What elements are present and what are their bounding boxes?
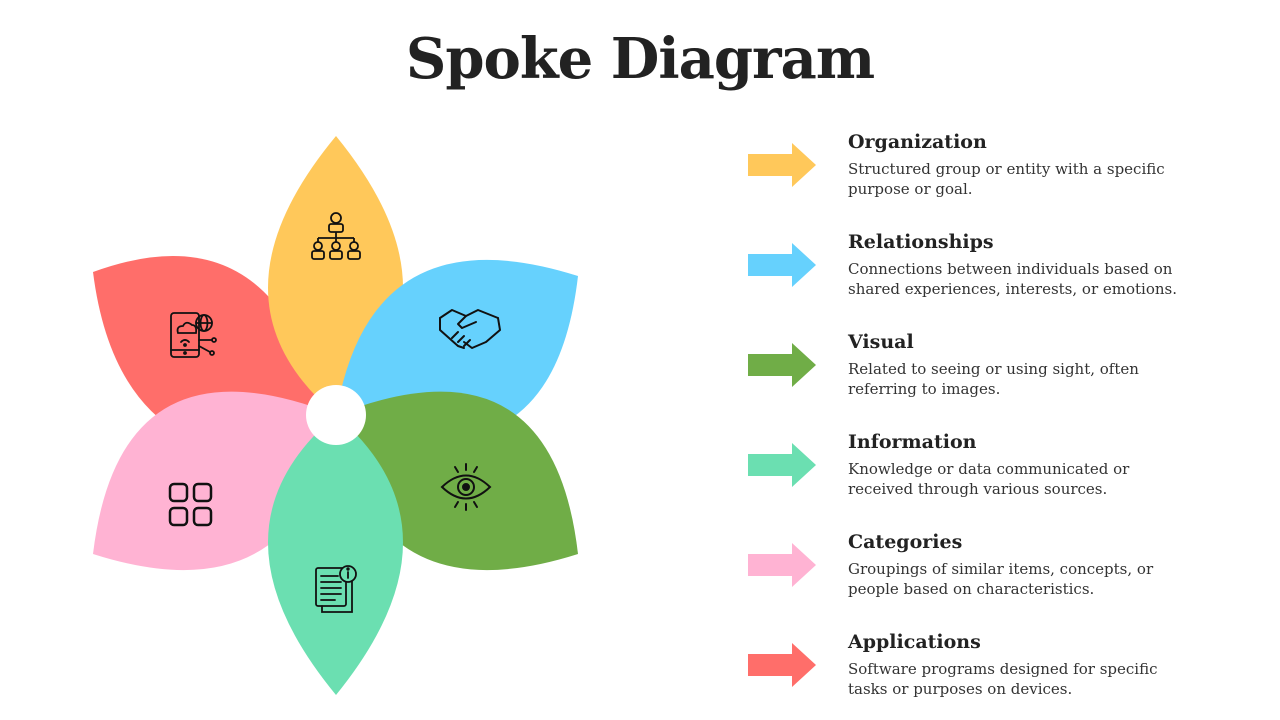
item-heading: Relationships bbox=[848, 231, 994, 253]
arrow-right-icon bbox=[748, 243, 816, 287]
grid-apps-icon bbox=[168, 482, 213, 527]
item-heading: Categories bbox=[848, 531, 963, 553]
item-heading: Applications bbox=[848, 631, 981, 653]
item-description: Knowledge or data communicated or receiv… bbox=[848, 460, 1130, 498]
item-description: Related to seeing or using sight, often … bbox=[848, 360, 1139, 398]
item-description: Structured group or entity with a specif… bbox=[848, 160, 1165, 198]
item-description: Connections between individuals based on… bbox=[848, 260, 1178, 298]
arrow-right-icon bbox=[748, 343, 816, 387]
item-heading: Visual bbox=[848, 331, 914, 353]
arrow-right-icon bbox=[748, 443, 816, 487]
eye-icon bbox=[440, 463, 492, 511]
arrow-right-icon bbox=[748, 643, 816, 687]
item-heading: Information bbox=[848, 431, 977, 453]
legend-item-relationships: Relationships Connections between indivi… bbox=[748, 231, 1228, 311]
legend-item-categories: Categories Groupings of similar items, c… bbox=[748, 531, 1228, 611]
arrow-right-icon bbox=[748, 543, 816, 587]
arrow-right-icon bbox=[748, 143, 816, 187]
page-title: Spoke Diagram bbox=[405, 26, 875, 92]
item-description: Software programs designed for specific … bbox=[848, 660, 1158, 698]
document-info-icon bbox=[315, 565, 357, 613]
legend-item-applications: Applications Software programs designed … bbox=[748, 631, 1228, 711]
petal-information bbox=[268, 415, 403, 695]
item-description: Groupings of similar items, concepts, or… bbox=[848, 560, 1154, 598]
legend-item-visual: Visual Related to seeing or using sight,… bbox=[748, 331, 1228, 411]
mobile-cloud-globe-icon bbox=[170, 312, 217, 358]
legend-item-information: Information Knowledge or data communicat… bbox=[748, 431, 1228, 511]
spoke-flower bbox=[93, 136, 578, 695]
org-chart-icon bbox=[311, 212, 361, 260]
handshake-icon bbox=[439, 309, 501, 349]
petal-relationships bbox=[336, 259, 578, 439]
hub-circle bbox=[306, 385, 366, 445]
item-heading: Organization bbox=[848, 131, 987, 153]
legend-item-organization: Organization Structured group or entity … bbox=[748, 131, 1228, 211]
